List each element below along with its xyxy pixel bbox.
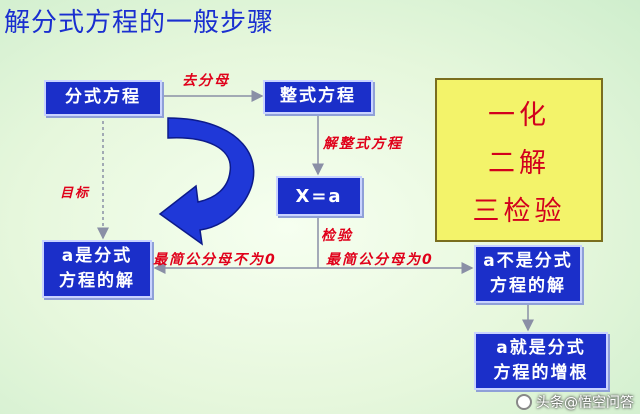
box-x-equals-a-text: X=a <box>295 185 343 207</box>
box-polynomial-equation-text: 整式方程 <box>280 86 356 107</box>
summary-step-2: 二解 <box>488 147 550 179</box>
label-lcd-not-zero: 最简公分母不为0 <box>153 252 277 268</box>
page-title: 解分式方程的一般步骤 <box>4 8 275 38</box>
box-polynomial-equation: 整式方程 <box>263 80 373 114</box>
box-a-is-solution: a是分式方程的解 <box>42 240 152 298</box>
box-fractional-equation: 分式方程 <box>44 80 162 116</box>
box-fractional-equation-text: 分式方程 <box>65 87 141 108</box>
box-a-not-solution: a不是分式方程的解 <box>474 245 582 303</box>
summary-step-3: 三检验 <box>472 195 566 227</box>
label-check: 检验 <box>321 228 353 244</box>
label-lcd-is-zero: 最简公分母为0 <box>326 252 434 268</box>
big-curved-arrow-icon <box>158 117 255 246</box>
watermark: 头条@悟空问答 <box>516 392 634 412</box>
watermark-text: 头条@悟空问答 <box>536 395 634 411</box>
summary-step-1: 一化 <box>488 99 550 131</box>
box-a-extraneous-root-text: a就是分式方程的增根 <box>493 337 589 384</box>
box-a-not-solution-text: a不是分式方程的解 <box>483 250 573 297</box>
summary-box: 一化 二解 三检验 <box>435 78 603 242</box>
chat-bubble-icon <box>516 394 532 410</box>
box-x-equals-a: X=a <box>276 176 362 216</box>
box-a-is-solution-text: a是分式方程的解 <box>59 245 135 292</box>
label-goal: 目标 <box>60 186 91 201</box>
box-a-extraneous-root: a就是分式方程的增根 <box>474 332 608 390</box>
label-solve-polynomial: 解整式方程 <box>323 136 403 152</box>
label-remove-denominator: 去分母 <box>182 73 230 89</box>
